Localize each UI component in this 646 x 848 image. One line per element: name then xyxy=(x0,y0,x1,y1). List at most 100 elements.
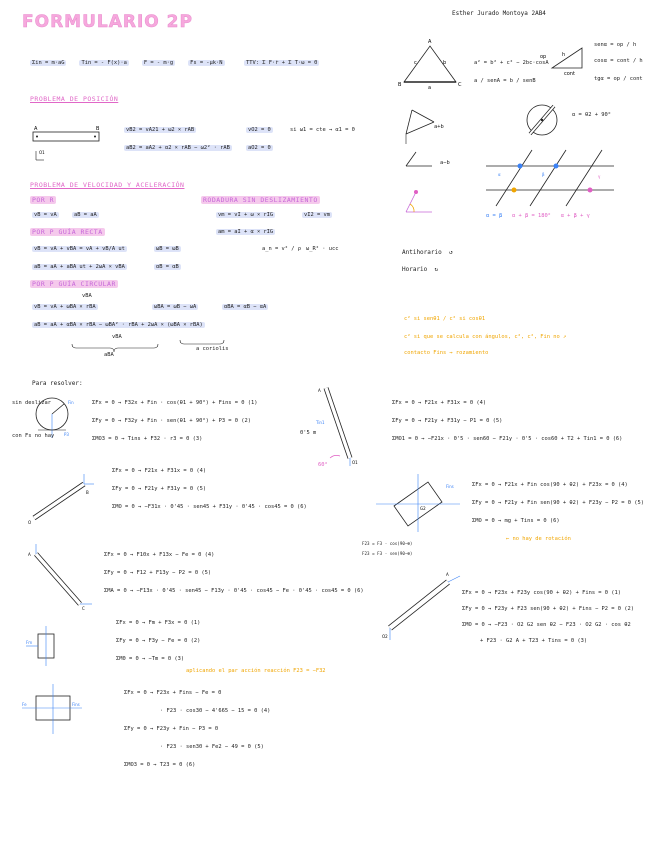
wheel-fbd: Fin P3 xyxy=(35,397,74,438)
page-title: FORMULARIO 2P xyxy=(22,12,193,33)
formula-friction: Fs = -μk·N xyxy=(188,60,225,66)
ccw-icon: ↺ xyxy=(448,249,453,256)
triangle-diagram: A B C c b a xyxy=(398,39,462,91)
eq-pos2: vO2 = 0 xyxy=(246,127,273,133)
eq-r1: vB = vA xyxy=(32,212,59,218)
label-vec-diff: a−b xyxy=(440,160,450,166)
note-trig1: c² si senθ1 / c² si cosθ1 xyxy=(404,316,486,322)
eq-s1-1: ΣFx = 0 → F32x + Fin · cos(θ1 + 90°) + F… xyxy=(92,400,258,406)
svg-text:Fe: Fe xyxy=(22,702,27,707)
svg-text:B: B xyxy=(86,490,89,495)
eq-angle: α = θ2 + 90° xyxy=(572,112,611,118)
eq-r1-3: ΣMO1 = 0 → −F21x · 0'5 · sen60 − F21y · … xyxy=(392,436,623,442)
eq-circ3: αBA = αB − αA xyxy=(222,304,269,310)
slider-block-fbd: G2 Fins xyxy=(376,474,460,532)
svg-text:β: β xyxy=(542,172,545,177)
side-eq-2: F23 = F3 · sen(90−θ) xyxy=(362,551,413,556)
eq-pos1: vB2 = vA21 + ω2 × rAB xyxy=(124,127,197,133)
note-no-rotacion: ← no hay de rotación xyxy=(506,536,571,542)
eq-s5-4: · F23 · sen30 + Fe2 − 49 = 0 (5) xyxy=(160,744,264,750)
svg-text:b: b xyxy=(443,60,446,66)
rocker-link-fbd: O2 A xyxy=(382,572,461,640)
eq-s2-3: ΣMO = 0 → −F31x · 0'45 · sen45 + F31y · … xyxy=(112,504,307,510)
svg-text:op: op xyxy=(540,54,546,60)
resolver-title: Para resolver: xyxy=(32,380,83,387)
eq-rec1: vB = vA + vBA = vA + vB/A ut xyxy=(32,246,127,252)
eq-rod3: am = aI + α × rIG xyxy=(216,229,276,235)
eq-s3-2: ΣFy = 0 → F12 + F13y − P2 = 0 (5) xyxy=(104,570,212,576)
svg-text:Fins: Fins xyxy=(72,702,80,707)
formula-torque: Tin = - F(x)·a xyxy=(79,60,129,66)
label-horario: Horario ↻ xyxy=(402,266,439,273)
eq-sen: senα = op / h xyxy=(594,42,637,48)
vertical-link-fbd: A O1 Tin1 xyxy=(315,387,358,466)
label-length: 0'5 m xyxy=(300,430,317,436)
svg-text:A: A xyxy=(318,388,321,393)
svg-text:P3: P3 xyxy=(64,432,69,437)
eq-rec2: ωB = ωB xyxy=(154,246,181,252)
svg-text:C: C xyxy=(82,606,85,611)
side-eq-1: F23 = F3 · cos(90−θ) xyxy=(362,541,413,546)
right-triangle: op cont h xyxy=(540,47,583,77)
eq-rec4: αB = αB xyxy=(154,264,181,270)
svg-text:c: c xyxy=(414,60,417,66)
svg-text:C: C xyxy=(458,82,462,88)
eq-sine: a / senA = b / senB xyxy=(474,78,536,84)
eq-circ4: aB = aA + αBA × rBA − ωBA² · rBA + 2ωA ×… xyxy=(32,322,205,328)
block-fbd-2: Fe Fins xyxy=(22,684,82,734)
eq-s5-5: ΣMO3 = 0 → T23 = 0 (6) xyxy=(124,762,196,768)
label-vec-sum: a+b xyxy=(434,124,444,130)
eq-circ1: vB = vA + ωBA × rBA xyxy=(32,304,98,310)
angle-arc-diagram xyxy=(405,190,432,213)
eq-s2-1: ΣFx = 0 → F21x + F31x = 0 (4) xyxy=(112,468,207,474)
svg-text:Tin1: Tin1 xyxy=(315,420,325,425)
label-circ-vba: vBA xyxy=(112,334,122,340)
eq-s5-3: ΣFy = 0 → F23y + Fin − P3 = 0 xyxy=(124,726,219,732)
eq-s3-3: ΣMA = 0 → −F13x · 0'45 · sen45 − F13y · … xyxy=(104,588,364,594)
inclined-bar-fbd: O B xyxy=(28,474,94,525)
formula-inertia: Σin = m·aG xyxy=(30,60,67,66)
svg-text:a: a xyxy=(428,85,431,91)
eq-rod2: vI2 = vm xyxy=(302,212,332,218)
svg-text:A: A xyxy=(28,552,31,557)
svg-text:A: A xyxy=(446,572,449,577)
section-posicion: PROBLEMA DE POSICIÓN xyxy=(30,95,119,103)
label-angle-60: 60° xyxy=(318,462,328,468)
formula-ttv: TTV: Σ F·ṙ + Σ T·ω = 0 xyxy=(244,60,320,66)
eq-r1-2: ΣFy = 0 → F21y + F31y − P1 = 0 (5) xyxy=(392,418,503,424)
eq-s5-1: ΣFx = 0 → F23x + Fins − Fe = 0 xyxy=(124,690,222,696)
section-rodadura: RODADURA SIN DESLIZAMIENTO xyxy=(201,196,320,204)
svg-text:A: A xyxy=(34,126,38,132)
note-trig2: c² si que se calcula con ángulos, c², c²… xyxy=(404,334,567,340)
svg-text:Fin: Fin xyxy=(68,400,74,405)
eq-rec3: aB = aA + aBA ut + 2ωA × vBA xyxy=(32,264,127,270)
svg-text:G2: G2 xyxy=(420,506,426,511)
note-accion-reaccion: aplicando el par acción reacción F23 = −… xyxy=(186,668,326,674)
svg-text:O: O xyxy=(28,520,31,525)
angle-rules: α = β α + β = 180° α + β + γ xyxy=(486,213,590,219)
vector-sum-diagram xyxy=(405,109,435,144)
eq-tg: tgα = op / cont xyxy=(594,76,643,82)
svg-text:O1: O1 xyxy=(39,150,45,155)
section-guia-circular: POR P GUÍA CIRCULAR xyxy=(30,280,118,288)
eq-rod-t: ω_R² · ucc xyxy=(306,246,339,252)
eq-r2-2: ΣFy = 0 → F21y + Fin sen(90 + θ2) + F23y… xyxy=(472,500,645,506)
label-antihorario: Antihorario ↺ xyxy=(402,249,453,256)
eq-circ2: ωBA = ωB − ωA xyxy=(152,304,199,310)
eq-s2-2: ΣFy = 0 → F21y + F31y = 0 (5) xyxy=(112,486,207,492)
eq-s3-1: ΣFx = 0 → F10x + F13x − Fe = 0 (4) xyxy=(104,552,215,558)
rotating-link-diagram xyxy=(526,104,558,136)
formula-weight: F = - m·g xyxy=(141,60,176,66)
svg-text:A: A xyxy=(428,39,432,45)
formula-row: Σin = m·aG Tin = - F(x)·a F = - m·g Fs =… xyxy=(30,60,320,67)
eq-cosine: a² = b² + c² − 2bc·cosA xyxy=(474,60,549,66)
eq-s5-2: · F23 · cos30 − 4'665 − 15 = 0 (4) xyxy=(160,708,271,714)
brace-annotations xyxy=(71,339,225,353)
eq-r3-3: ΣMO = 0 → −F23 · O2 G2 sen θ2 − F23 · O2… xyxy=(462,622,631,628)
slider-bar-fbd: A C xyxy=(28,544,92,611)
label-circ-top: vBA xyxy=(82,293,92,299)
eq-rod-n: a_n = v² / ρ xyxy=(262,246,301,252)
eq-r3-4: + F23 · G2 A + T23 + Tins = 0 (3) xyxy=(480,638,588,644)
eq-r3-2: ΣFy = 0 → F23y + F23 sen(90 + θ2) + Fins… xyxy=(462,606,635,612)
svg-text:Fins: Fins xyxy=(446,484,454,489)
